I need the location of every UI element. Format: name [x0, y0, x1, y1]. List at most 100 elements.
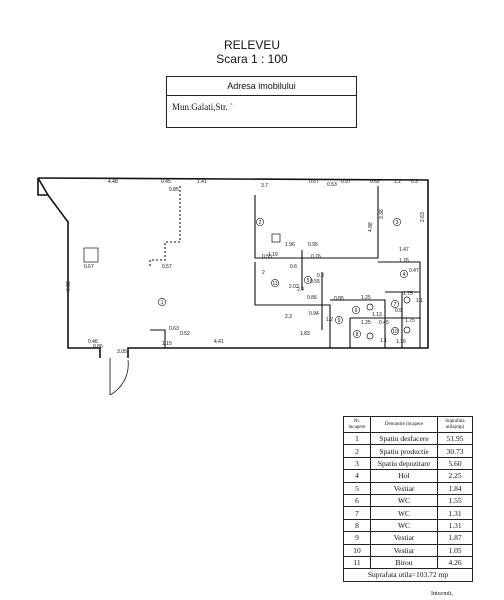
dimension-label: 0.55 — [262, 254, 272, 260]
legend-cell-area: 1.87 — [437, 531, 473, 545]
dimension-label: 0.52 — [180, 331, 190, 337]
dimension-label: 2.63 — [420, 212, 426, 222]
dimension-label: 1.25 — [361, 295, 371, 301]
dimension-label: 1.1 — [416, 298, 423, 304]
dimension-label: 0.6 — [290, 264, 297, 270]
room-number: 2 — [259, 220, 262, 226]
dimension-label: 0.53 — [327, 182, 337, 188]
room-marker-circle — [393, 218, 401, 226]
legend-cell-nr: 8 — [343, 518, 371, 533]
room-marker-circle — [158, 298, 166, 306]
room-marker-circle — [352, 306, 360, 314]
dimension-label: 1.2 — [326, 317, 333, 323]
room-legend-table: Nr. incapere Denumire incapere Suprafata… — [343, 416, 473, 582]
dimension-label: 0.47 — [409, 268, 419, 274]
dimension-label: 1.19 — [268, 252, 278, 258]
legend-cell-area: 30.73 — [437, 444, 473, 458]
legend-total: Suprafata utila=103.72 mp — [343, 568, 473, 582]
room-marker-circle — [256, 218, 264, 226]
dimension-label: 2.3 — [285, 314, 292, 320]
legend-cell-name: Vestiar — [370, 481, 438, 495]
corner-wall — [37, 177, 49, 196]
legend-cell-area: 51.95 — [437, 431, 473, 446]
room-3-wall — [378, 261, 421, 348]
room-number: 1 — [161, 300, 164, 306]
dimension-label: 1.41 — [197, 179, 207, 185]
dimension-label: 3.7 — [261, 183, 268, 189]
address-value: Mun.Galati,Str. ` — [172, 102, 233, 112]
room-number: 9 — [338, 318, 341, 324]
dimension-label: 0.57 — [162, 264, 172, 270]
legend-cell-area: 1.55 — [437, 493, 473, 508]
legend-header-name: Denumire incapere — [370, 416, 438, 433]
legend-cell-nr: 10 — [343, 543, 371, 557]
dimension-label: 1.25 — [361, 320, 371, 326]
legend-cell-nr: 6 — [343, 493, 371, 508]
partition-2 — [330, 299, 386, 348]
wc-icon-4 — [403, 326, 411, 334]
dimension-label: 1.47 — [399, 247, 409, 253]
footer-text: Intocmit, — [431, 591, 453, 597]
dimension-label: 0.85 — [334, 296, 344, 302]
dimension-label: 0.67 — [84, 264, 94, 270]
dimension-label: 0.86 — [307, 295, 317, 301]
dimension-label: 1.1 — [380, 338, 387, 344]
legend-cell-area: 2.25 — [437, 469, 473, 483]
dimension-label: 0.45 — [379, 320, 389, 326]
dimension-label: 0.63 — [169, 326, 179, 332]
door-swing — [109, 359, 129, 396]
dimension-label: 1.83 — [300, 331, 310, 337]
legend-total-row: Suprafata utila=103.72 mp — [343, 568, 473, 582]
dimension-label: 0.67 — [309, 179, 319, 185]
legend-cell-name: WC — [370, 506, 438, 520]
pillar — [150, 329, 166, 348]
room-marker-circle — [271, 279, 279, 287]
dimension-label: 0.86 — [93, 344, 103, 350]
dimension-label: 0.76 — [311, 254, 321, 260]
room-number: 8 — [356, 332, 359, 338]
dimension-label: 0.5 — [395, 308, 402, 314]
sink-fixture — [271, 233, 281, 243]
room-number: 3 — [396, 220, 399, 226]
dimension-label: 6.02 — [66, 281, 72, 291]
legend-cell-name: WC — [370, 518, 438, 533]
room-marker-circle — [391, 300, 399, 308]
fixtures — [83, 233, 411, 340]
legend-cell-area: 1.31 — [437, 518, 473, 533]
room-number: 10 — [392, 329, 398, 335]
room-marker-circle — [400, 270, 408, 278]
legend-cell-area: 1.05 — [437, 543, 473, 557]
dimension-label: 3.38 — [379, 209, 385, 219]
legend-header-row: Nr. incapere Denumire incapere Suprafata… — [343, 416, 473, 433]
interior-walls — [149, 186, 421, 348]
drawing-scale: Scara 1 : 100 — [216, 52, 288, 66]
legend-cell-name: Spatiu desfacere — [370, 431, 438, 446]
legend-header-nr: Nr. incapere — [343, 416, 371, 433]
legend-cell-nr: 3 — [343, 456, 371, 471]
legend-cell-nr: 7 — [343, 506, 371, 520]
legend-cell-name: Spatiu productie — [370, 444, 438, 458]
dimension-label: 0.45 — [161, 179, 171, 185]
left-wall — [37, 178, 101, 358]
address-box: Adresa imobilului Mun.Galati,Str. ` — [166, 76, 357, 128]
legend-cell-area: 4.26 — [437, 555, 473, 570]
legend-cell-nr: 2 — [343, 444, 371, 458]
legend-cell-nr: 9 — [343, 531, 371, 545]
legend-cell-name: Spatiu depozitare — [370, 456, 438, 471]
room-number: 7 — [394, 302, 397, 308]
legend-cell-name: Hol — [370, 469, 438, 483]
room-number: 6 — [355, 308, 358, 314]
dimension-label: 2 — [262, 270, 265, 276]
dimension-label: 1.96 — [285, 242, 295, 248]
wc-icon-3 — [403, 296, 411, 304]
